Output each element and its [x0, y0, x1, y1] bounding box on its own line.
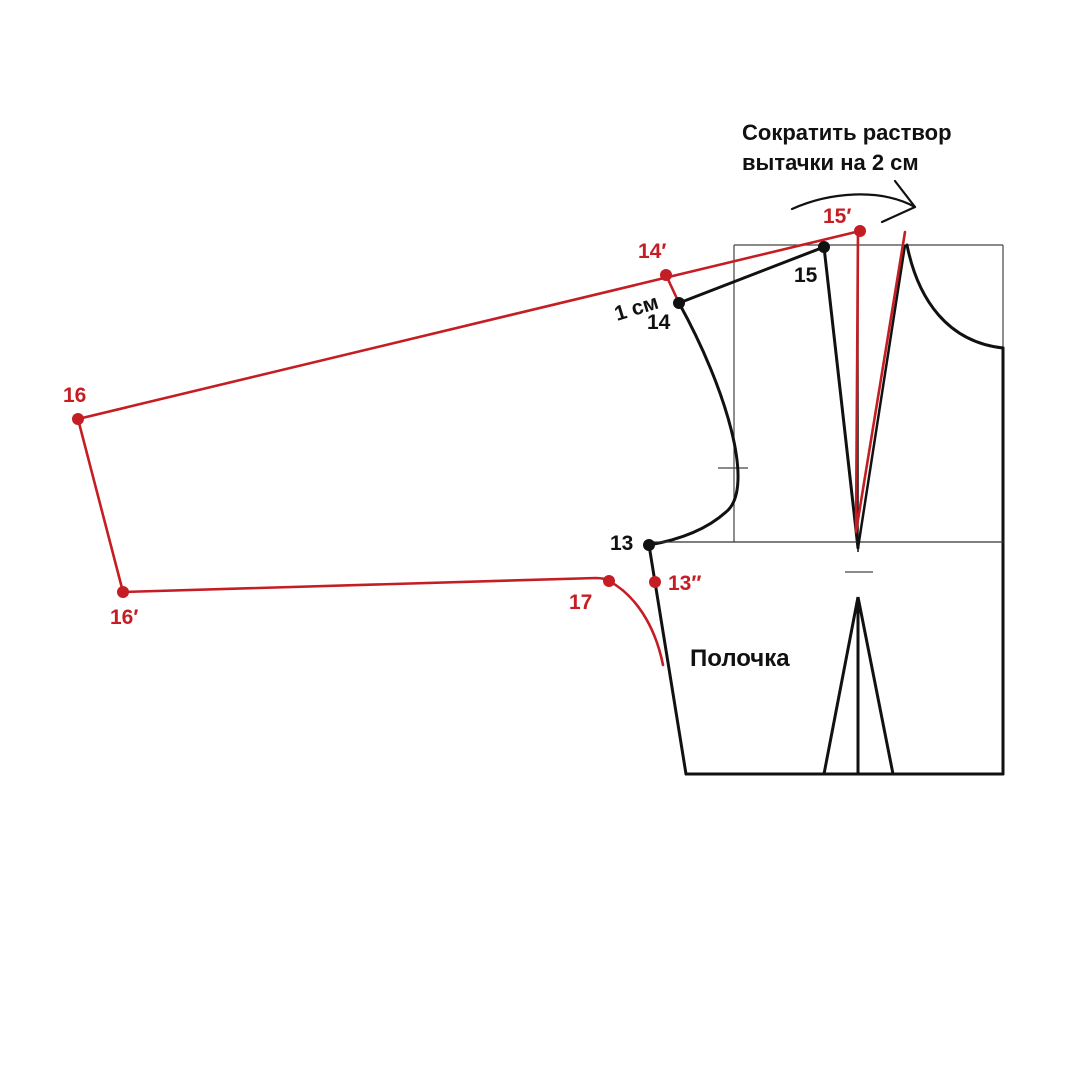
red-shoulder-extension [76, 229, 862, 421]
label-16-prime: 16′ [110, 606, 138, 629]
sleeve-construction [76, 229, 907, 667]
annotation-text-line2: вытачки на 2 см [742, 150, 919, 175]
piece-name-label: Полочка [690, 645, 790, 672]
point-15-prime [854, 225, 866, 237]
dart-right-leg-black [856, 244, 907, 549]
red-dart-left-leg [854, 229, 860, 534]
black-points [643, 241, 830, 551]
point-14-prime [660, 269, 672, 281]
waist-dart-left-leg [822, 596, 860, 775]
red-dart-right-leg [854, 230, 907, 534]
label-17: 17 [569, 591, 592, 614]
point-16 [72, 413, 84, 425]
red-points [72, 225, 866, 598]
point-17 [603, 575, 615, 587]
label-14-prime: 14′ [638, 240, 666, 263]
arrow-head [880, 179, 917, 224]
point-13-double-prime [649, 576, 661, 588]
arrow-arc [790, 193, 917, 211]
sleeve-underarm-line [121, 576, 611, 594]
sleeve-underarm-curve [607, 579, 665, 667]
annotation-text-line1: Сократить раствор [742, 120, 952, 145]
label-13-double-prime: 13″ [668, 572, 701, 595]
label-16: 16 [63, 384, 86, 407]
neckline-curve [905, 243, 1005, 350]
sleeve-cap-line [76, 417, 125, 594]
bodice-outline [647, 243, 1005, 776]
armhole-curve [647, 301, 740, 547]
point-13 [643, 539, 655, 551]
label-14: 14 [647, 311, 671, 334]
waist-dart-right-leg [856, 596, 895, 775]
label-15-prime: 15′ [823, 205, 851, 228]
label-15: 15 [794, 264, 818, 287]
point-16-prime [117, 586, 129, 598]
annotation-arrow [790, 179, 917, 224]
bust-dart-black [856, 244, 907, 552]
point-14 [673, 297, 685, 309]
label-13: 13 [610, 532, 633, 555]
waist-dart [822, 596, 895, 775]
point-15 [818, 241, 830, 253]
old-dart-leg [822, 245, 860, 550]
construction-lines [718, 244, 1004, 573]
shoulder-line [677, 245, 826, 305]
